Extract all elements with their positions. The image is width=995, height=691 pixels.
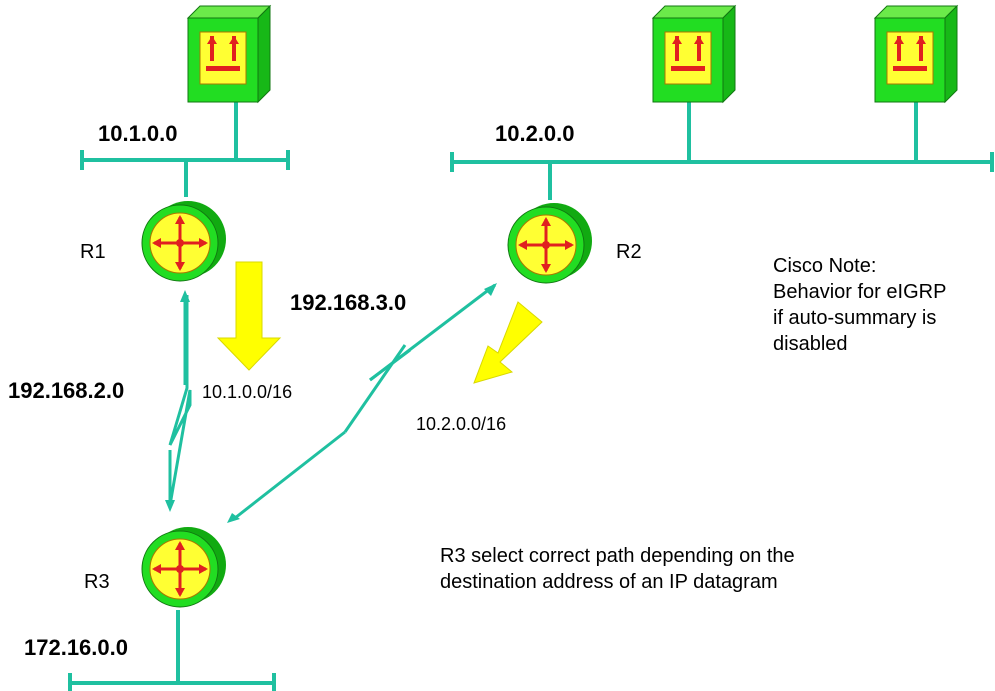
cisco-note-line: disabled bbox=[773, 333, 848, 355]
network-label-192-168-3: 192.168.3.0 bbox=[290, 290, 406, 315]
serial-link-r1-r3 bbox=[168, 295, 192, 506]
router-label-r1: R1 bbox=[80, 241, 106, 263]
ethernet-segment-172-16 bbox=[68, 610, 276, 691]
serial-link-r2-r3-arrowheads bbox=[227, 283, 497, 523]
r3-note-line: R3 select correct path depending on the bbox=[440, 545, 795, 567]
serial-link-r1-r3-arrowheads bbox=[165, 290, 190, 512]
cisco-note: Cisco Note: Behavior for eIGRP if auto-s… bbox=[773, 253, 993, 357]
router-r3-icon bbox=[140, 525, 228, 609]
cisco-note-line: Cisco Note: bbox=[773, 255, 877, 277]
route-summary-r2: 10.2.0.0/16 bbox=[416, 414, 506, 434]
serial-link-r2-r3 bbox=[234, 283, 496, 520]
network-label-172-16: 172.16.0.0 bbox=[24, 635, 128, 660]
route-arrow-r2-icon bbox=[473, 301, 543, 384]
ethernet-segment-10-1 bbox=[80, 100, 290, 197]
router-r1-icon bbox=[140, 199, 228, 283]
server-host-3-icon bbox=[873, 4, 959, 104]
network-label-10-1: 10.1.0.0 bbox=[98, 121, 178, 146]
ethernet-segment-10-2 bbox=[450, 100, 994, 200]
router-r2-icon bbox=[506, 201, 594, 285]
r3-path-note: R3 select correct path depending on the … bbox=[440, 543, 900, 595]
router-label-r2: R2 bbox=[616, 241, 642, 263]
server-host-1-icon bbox=[186, 4, 272, 104]
router-label-r3: R3 bbox=[84, 571, 110, 593]
network-label-192-168-2: 192.168.2.0 bbox=[8, 378, 124, 403]
cisco-note-line: if auto-summary is bbox=[773, 307, 937, 329]
route-arrow-r1-icon bbox=[216, 261, 282, 371]
server-host-2-icon bbox=[651, 4, 737, 104]
network-label-10-2: 10.2.0.0 bbox=[495, 121, 575, 146]
cisco-note-line: Behavior for eIGRP bbox=[773, 281, 947, 303]
r3-note-line: destination address of an IP datagram bbox=[440, 571, 778, 593]
route-summary-r1: 10.1.0.0/16 bbox=[202, 382, 292, 402]
